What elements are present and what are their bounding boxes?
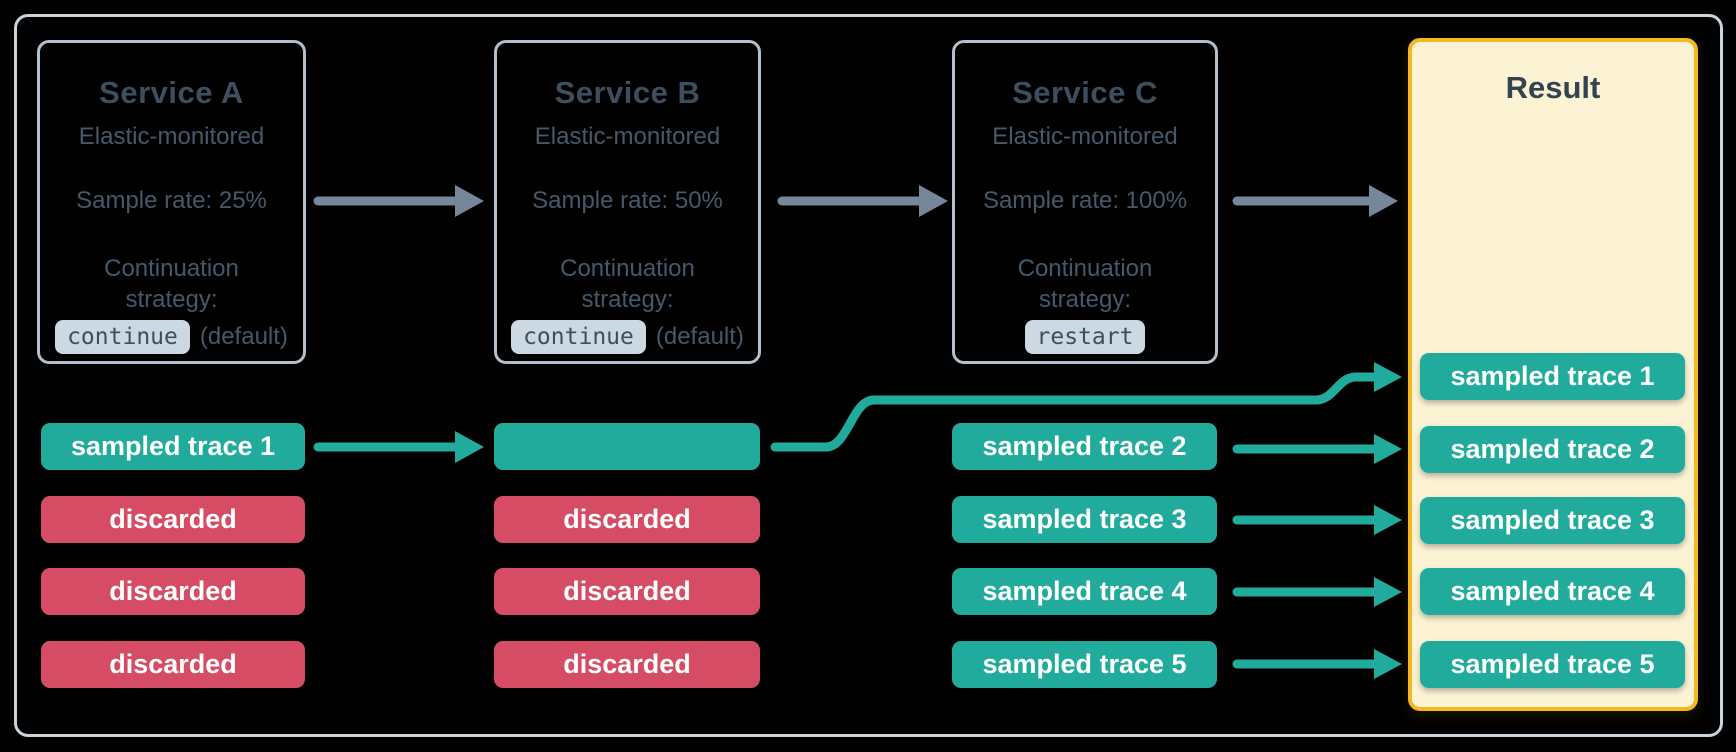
trace-b1-sampled-unlabeled (494, 423, 760, 470)
trace-b4-discarded: discarded (494, 641, 760, 688)
trace-a3-discarded: discarded (41, 568, 305, 615)
result-trace-4: sampled trace 4 (1420, 568, 1685, 615)
trace-a4-discarded: discarded (41, 641, 305, 688)
service-a-strategy-note: (default) (199, 323, 288, 350)
result-trace-3: sampled trace 3 (1420, 497, 1685, 544)
trace-c4-sampled: sampled trace 5 (952, 641, 1217, 688)
service-b-strategy-badge: continue (511, 320, 646, 354)
result-title: Result (1505, 70, 1601, 105)
trace-c1-sampled: sampled trace 2 (952, 423, 1217, 470)
trace-a1-sampled: sampled trace 1 (41, 423, 305, 470)
service-c-title: Service C (1012, 75, 1158, 110)
service-c-strategy-row: restart (1024, 320, 1146, 354)
service-b-sample-rate: Sample rate: 50% (532, 187, 723, 214)
service-a-monitoring: Elastic-monitored (78, 123, 265, 150)
result-trace-5: sampled trace 5 (1420, 641, 1685, 688)
trace-b3-discarded: discarded (494, 568, 760, 615)
service-b-title: Service B (554, 75, 701, 110)
service-b-strategy-note: (default) (655, 323, 744, 350)
service-c-continuation-label: Continuation strategy: (1017, 255, 1153, 313)
service-a-strategy-row: continue (default) (55, 320, 288, 354)
service-b-box: Service B Elastic-monitored Sample rate:… (494, 40, 761, 364)
trace-b2-discarded: discarded (494, 496, 760, 543)
service-c-box: Service C Elastic-monitored Sample rate:… (952, 40, 1218, 364)
service-b-continuation-label: Continuation strategy: (560, 255, 695, 313)
trace-c2-sampled: sampled trace 3 (952, 496, 1217, 543)
service-c-strategy-badge: restart (1024, 320, 1146, 354)
service-a-continuation-label: Continuation strategy: (104, 255, 239, 313)
service-c-sample-rate: Sample rate: 100% (982, 187, 1188, 214)
outer-frame (14, 14, 1723, 737)
service-b-strategy-row: continue (default) (511, 320, 744, 354)
service-a-strategy-badge: continue (55, 320, 190, 354)
service-c-monitoring: Elastic-monitored (992, 123, 1178, 150)
result-trace-1: sampled trace 1 (1420, 353, 1685, 400)
service-a-title: Service A (99, 75, 244, 110)
service-a-box: Service A Elastic-monitored Sample rate:… (37, 40, 306, 364)
trace-a2-discarded: discarded (41, 496, 305, 543)
service-a-sample-rate: Sample rate: 25% (76, 187, 267, 214)
trace-c3-sampled: sampled trace 4 (952, 568, 1217, 615)
result-trace-2: sampled trace 2 (1420, 426, 1685, 473)
service-b-monitoring: Elastic-monitored (534, 123, 721, 150)
